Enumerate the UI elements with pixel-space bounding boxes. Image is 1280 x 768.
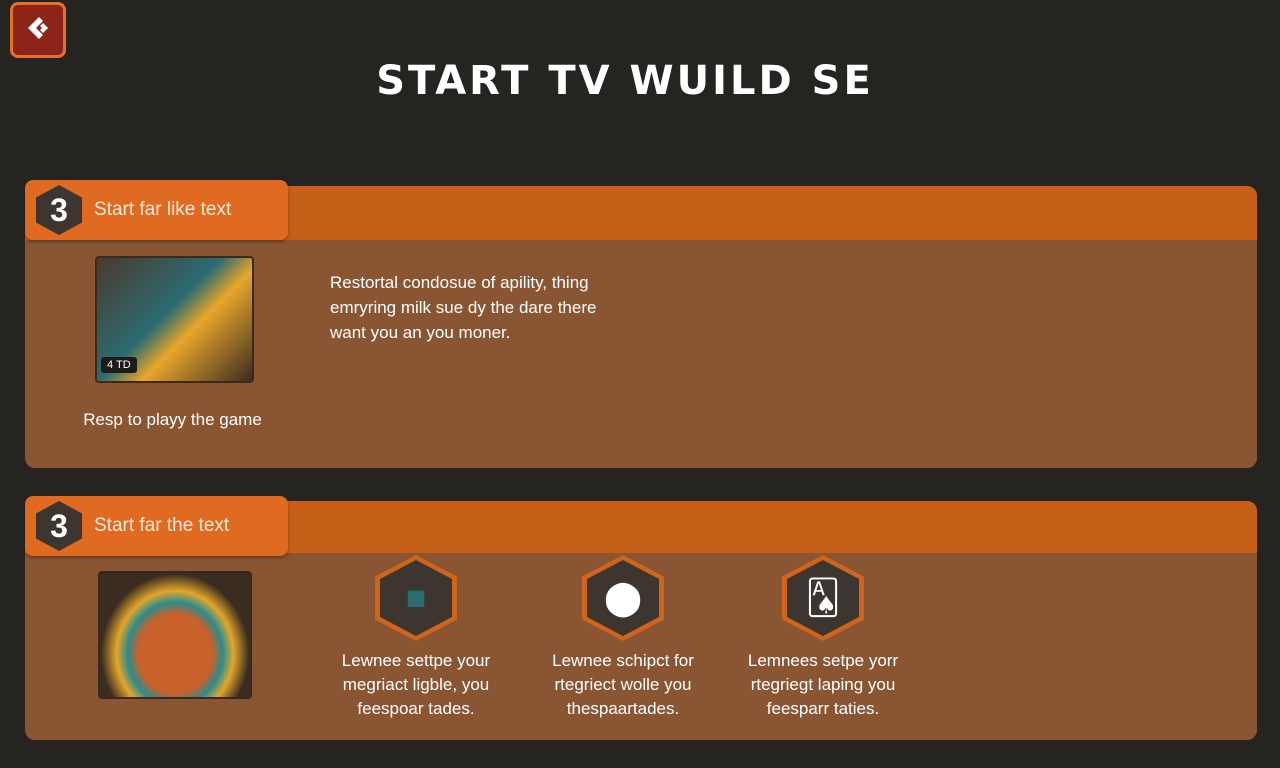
- feature-line: rtegriect wolle you: [554, 675, 692, 694]
- game-board-image[interactable]: [98, 571, 252, 699]
- panel-2: 3 Start far the text ■ Lewnee settpe you…: [25, 496, 1257, 740]
- back-button[interactable]: [10, 2, 66, 58]
- page-title: START TV WUILD SE: [376, 58, 874, 104]
- feature-text: Lemnees setpe yorr rtegriegt laping you …: [723, 649, 923, 721]
- description-line: Restortal condosue of apility, thing: [330, 273, 589, 292]
- feature-line: feesparr taties.: [766, 699, 880, 718]
- feature-line: Lewnee settpe your: [341, 651, 491, 670]
- image-badge: 4 TD: [101, 357, 137, 373]
- feature-text: Lewnee settpe your megriact ligble, you …: [316, 649, 516, 721]
- back-arrow-icon: [23, 13, 53, 48]
- feature-line: feespoar tades.: [357, 699, 475, 718]
- feature-text: Lewnee schipct for rtegriect wolle you t…: [523, 649, 723, 721]
- panel-tab[interactable]: 3 Start far like text: [25, 180, 288, 240]
- game-preview-image[interactable]: 4 TD: [95, 256, 254, 383]
- step-badge: 3: [36, 185, 82, 235]
- description: Restortal condosue of apility, thing emr…: [330, 270, 596, 345]
- feature-line: megriact ligble, you: [342, 675, 490, 694]
- image-caption: Resp to playy the game: [83, 410, 262, 429]
- tab-label: Start far the text: [94, 515, 230, 536]
- feature-line: Lewnee schipct for: [552, 651, 694, 670]
- table-icon: ⬤: [582, 555, 664, 641]
- description-line: want you an you moner.: [330, 323, 511, 342]
- panel-1: 3 Start far like text 4 TD Resp to playy…: [25, 180, 1257, 468]
- feature-line: rtegriegt laping you: [750, 675, 896, 694]
- step-badge: 3: [36, 501, 82, 551]
- tab-label: Start far like text: [94, 199, 232, 220]
- feature-line: Lemnees setpe yorr: [747, 651, 899, 670]
- feature-line: thespaartades.: [566, 699, 680, 718]
- description-line: emryring milk sue dy the dare there: [330, 298, 597, 317]
- cube-board-icon: ■: [375, 555, 457, 641]
- cards-icon: 🂡: [782, 555, 864, 641]
- panel-tab[interactable]: 3 Start far the text: [25, 496, 288, 556]
